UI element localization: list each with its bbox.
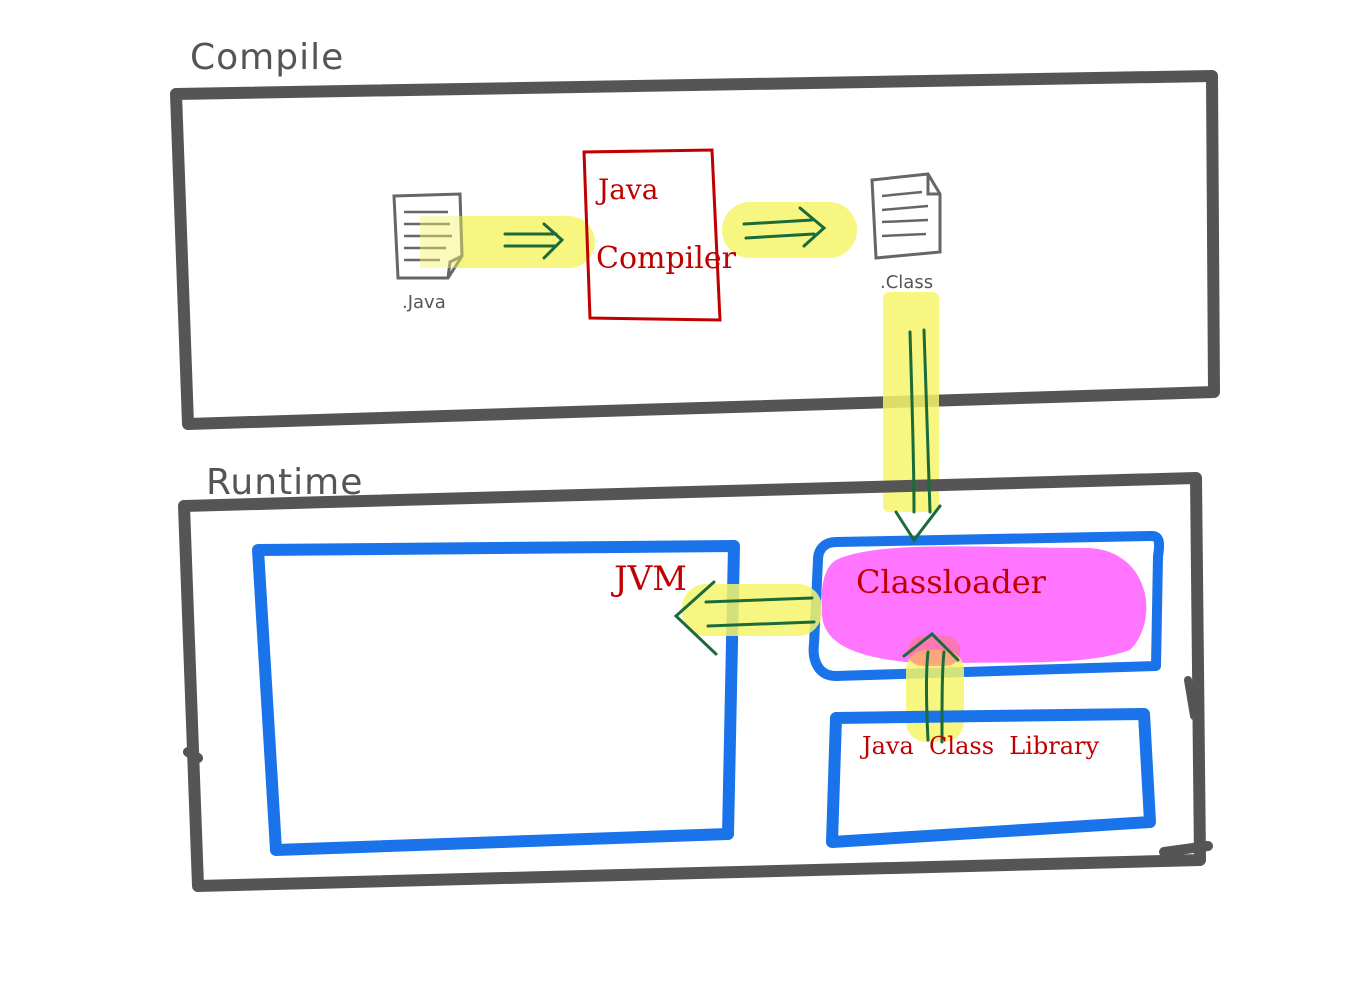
arrow-class-to-classloader bbox=[894, 328, 942, 543]
compiler-label-line1: Java bbox=[598, 173, 659, 206]
compile-section-label: Compile bbox=[190, 37, 345, 78]
compiler-label-line2: Compiler bbox=[596, 241, 736, 276]
class-library-box bbox=[826, 708, 1156, 848]
jvm-label: JVM bbox=[614, 559, 687, 599]
arrow-java-to-compiler bbox=[503, 222, 565, 260]
java-compiler-box bbox=[582, 148, 722, 322]
java-file-icon bbox=[392, 192, 464, 280]
arrow-classloader-to-jvm bbox=[673, 580, 816, 656]
class-library-label: Java Class Library bbox=[862, 732, 1100, 760]
arrow-library-to-classloader bbox=[902, 631, 960, 744]
class-file-label: .Class bbox=[880, 272, 934, 293]
class-file-icon bbox=[870, 172, 942, 260]
compile-frame bbox=[170, 70, 1220, 430]
classloader-label: Classloader bbox=[856, 563, 1046, 601]
highlight-classloader bbox=[821, 546, 1147, 664]
highlight-compiler-to-class bbox=[722, 202, 857, 258]
java-file-label: .Java bbox=[402, 292, 446, 313]
jvm-box bbox=[252, 540, 740, 856]
classloader-box bbox=[808, 531, 1165, 681]
arrow-compiler-to-class bbox=[742, 206, 827, 248]
runtime-section-label: Runtime bbox=[206, 462, 364, 503]
